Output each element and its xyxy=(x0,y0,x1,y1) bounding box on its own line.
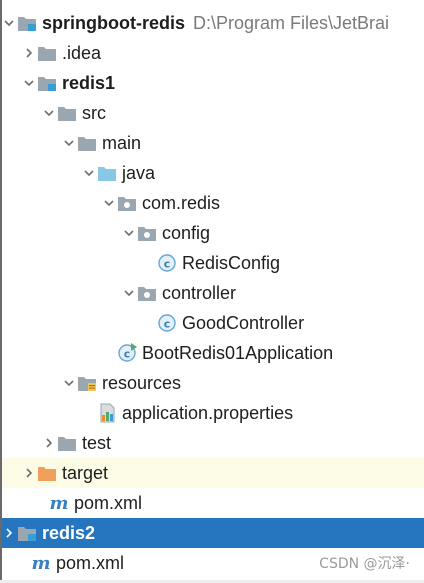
tree-node-label: pom.xml xyxy=(56,553,125,573)
tree-node-target[interactable]: target xyxy=(2,458,424,488)
watermark: CSDN @沉泽· xyxy=(319,553,410,573)
chevron-down-icon[interactable] xyxy=(42,98,56,128)
tree-node-label: src xyxy=(82,103,106,123)
tree-node-resources[interactable]: resources xyxy=(2,368,424,398)
tree-node-bootredis01application[interactable]: c BootRedis01Application xyxy=(2,338,424,368)
tree-node-redis2[interactable]: redis2 xyxy=(2,518,424,548)
tree-node-application-properties[interactable]: application.properties xyxy=(2,398,424,428)
tree-node-goodcontroller[interactable]: c GoodController xyxy=(2,308,424,338)
svg-text:m: m xyxy=(49,493,68,513)
tree-node-label: RedisConfig xyxy=(182,253,281,273)
chevron-right-icon[interactable] xyxy=(22,458,36,488)
tree-node-controller[interactable]: controller xyxy=(2,278,424,308)
project-path: D:\Program Files\JetBrai xyxy=(193,12,390,33)
svg-text:c: c xyxy=(164,318,171,331)
tree-node-pom-xml-redis1[interactable]: m pom.xml xyxy=(2,488,424,518)
tree-node-java[interactable]: java xyxy=(2,158,424,188)
tree-node-label: pom.xml xyxy=(74,493,143,513)
folder-icon xyxy=(76,133,98,153)
package-icon xyxy=(136,223,158,243)
tree-node-redisconfig[interactable]: c RedisConfig xyxy=(2,248,424,278)
chevron-down-icon[interactable] xyxy=(2,8,16,38)
folder-icon xyxy=(56,433,78,453)
tree-node-test[interactable]: test xyxy=(2,428,424,458)
tree-node-label: BootRedis01Application xyxy=(142,343,334,363)
module-folder-icon xyxy=(16,13,38,33)
chevron-right-icon[interactable] xyxy=(42,428,56,458)
chevron-down-icon[interactable] xyxy=(62,368,76,398)
horizontal-scrollbar[interactable] xyxy=(0,580,424,583)
chevron-down-icon[interactable] xyxy=(62,128,76,158)
tree-node-label: config xyxy=(162,223,211,243)
tree-node-config[interactable]: config xyxy=(2,218,424,248)
resources-folder-icon xyxy=(76,373,98,393)
panel-left-border xyxy=(0,0,2,583)
chevron-down-icon[interactable] xyxy=(102,188,116,218)
chevron-down-icon[interactable] xyxy=(122,218,136,248)
tree-node-label: springboot-redis xyxy=(42,13,185,33)
tree-node-label: application.properties xyxy=(122,403,294,423)
chevron-down-icon[interactable] xyxy=(82,158,96,188)
tree-node-label: .idea xyxy=(62,43,102,63)
tree-node-pom-xml-root[interactable]: m pom.xml xyxy=(2,548,424,578)
tree-node-label: com.redis xyxy=(142,193,221,213)
svg-text:c: c xyxy=(124,348,131,361)
properties-file-icon xyxy=(96,403,118,423)
chevron-down-icon[interactable] xyxy=(122,278,136,308)
chevron-down-icon[interactable] xyxy=(22,68,36,98)
module-folder-icon xyxy=(36,73,58,93)
module-folder-icon xyxy=(16,523,38,543)
tree-node-label: resources xyxy=(102,373,182,393)
tree-node-redis1[interactable]: redis1 xyxy=(2,68,424,98)
folder-icon xyxy=(36,43,58,63)
tree-node-idea[interactable]: .idea xyxy=(2,38,424,68)
tree-node-label: redis2 xyxy=(42,523,96,543)
tree-node-label: java xyxy=(122,163,156,183)
package-icon xyxy=(136,283,158,303)
folder-icon xyxy=(56,103,78,123)
source-folder-icon xyxy=(96,163,118,183)
tree-node-main[interactable]: main xyxy=(2,128,424,158)
tree-node-label: main xyxy=(102,133,142,153)
java-class-icon: c xyxy=(156,253,178,273)
tree-node-label: redis1 xyxy=(62,73,116,93)
svg-text:c: c xyxy=(164,258,171,271)
tree-node-label: target xyxy=(62,463,109,483)
tree-node-label: test xyxy=(82,433,112,453)
package-icon xyxy=(116,193,138,213)
maven-icon: m xyxy=(48,493,70,513)
excluded-folder-icon xyxy=(36,463,58,483)
tree-node-com-redis[interactable]: com.redis xyxy=(2,188,424,218)
tree-node-label: controller xyxy=(162,283,237,303)
tree-node-springboot-redis[interactable]: springboot-redis D:\Program Files\JetBra… xyxy=(2,8,424,38)
maven-icon: m xyxy=(30,553,52,573)
tree-node-src[interactable]: src xyxy=(2,98,424,128)
java-class-icon: c xyxy=(156,313,178,333)
chevron-right-icon[interactable] xyxy=(2,518,16,548)
spring-boot-class-icon: c xyxy=(116,343,138,363)
chevron-right-icon[interactable] xyxy=(22,38,36,68)
tree-node-label: GoodController xyxy=(182,313,305,333)
svg-text:m: m xyxy=(31,553,50,573)
